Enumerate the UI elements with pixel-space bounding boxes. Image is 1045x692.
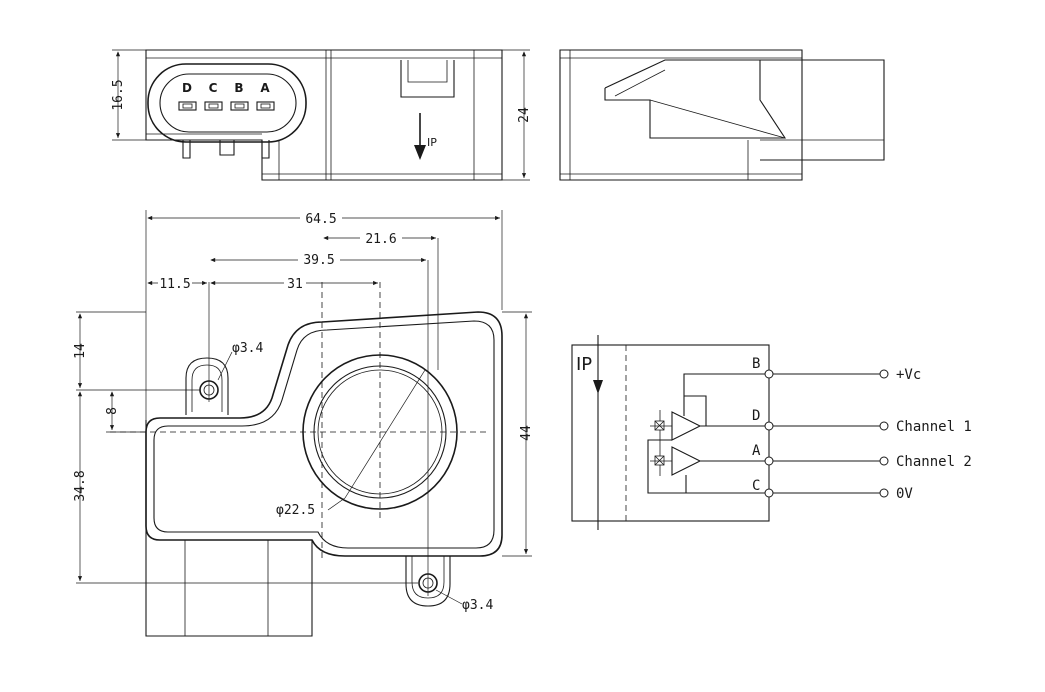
schematic-pin-c: C [752,478,760,494]
signal-0v-label: 0V [896,486,913,502]
pin-label-b: B [234,81,243,95]
pin-label-a: A [260,81,270,95]
schematic-pin-b: B [752,356,760,372]
schematic: IP B D A C [571,335,972,530]
dim-total-width: 64.5 [305,212,336,227]
top-ip-label: IP [427,136,437,149]
schematic-ip-label: IP [576,354,592,375]
front-dimensions: 64.5 21.6 39.5 11.5 31 φ3.4 φ3.4 φ22.5 1… [73,210,534,636]
side-view [559,49,885,181]
dim-top-to-hole: 14 [73,343,88,359]
pin-label-c: C [209,81,218,95]
dim-hole-to-hole: 39.5 [303,253,334,268]
dim-hole-to-center: 31 [287,277,303,292]
dim-center-to-right: 21.6 [365,232,396,247]
dim-connector-height: 16.5 [111,79,126,110]
connector-view: D C B A IP 16.5 24 [111,49,532,181]
dim-center-to-bottom: 34.8 [73,470,88,501]
schematic-pin-d: D [752,408,760,424]
signal-vc-label: +Vc [896,367,921,383]
dim-hole-to-center-v: 8 [105,407,120,415]
signal-channel1-label: Channel 1 [896,419,972,435]
dim-hole-dia-bottom: φ3.4 [462,598,493,613]
signal-channel2-label: Channel 2 [896,454,972,470]
dim-front-height: 44 [519,425,534,441]
dim-total-height: 24 [517,107,532,123]
dim-hole-dia-left: φ3.4 [232,341,263,356]
front-view [110,238,503,637]
schematic-pin-a: A [752,443,761,459]
dim-aperture-dia: φ22.5 [276,503,315,518]
pin-label-d: D [182,81,192,95]
dim-left-to-hole: 11.5 [159,277,190,292]
